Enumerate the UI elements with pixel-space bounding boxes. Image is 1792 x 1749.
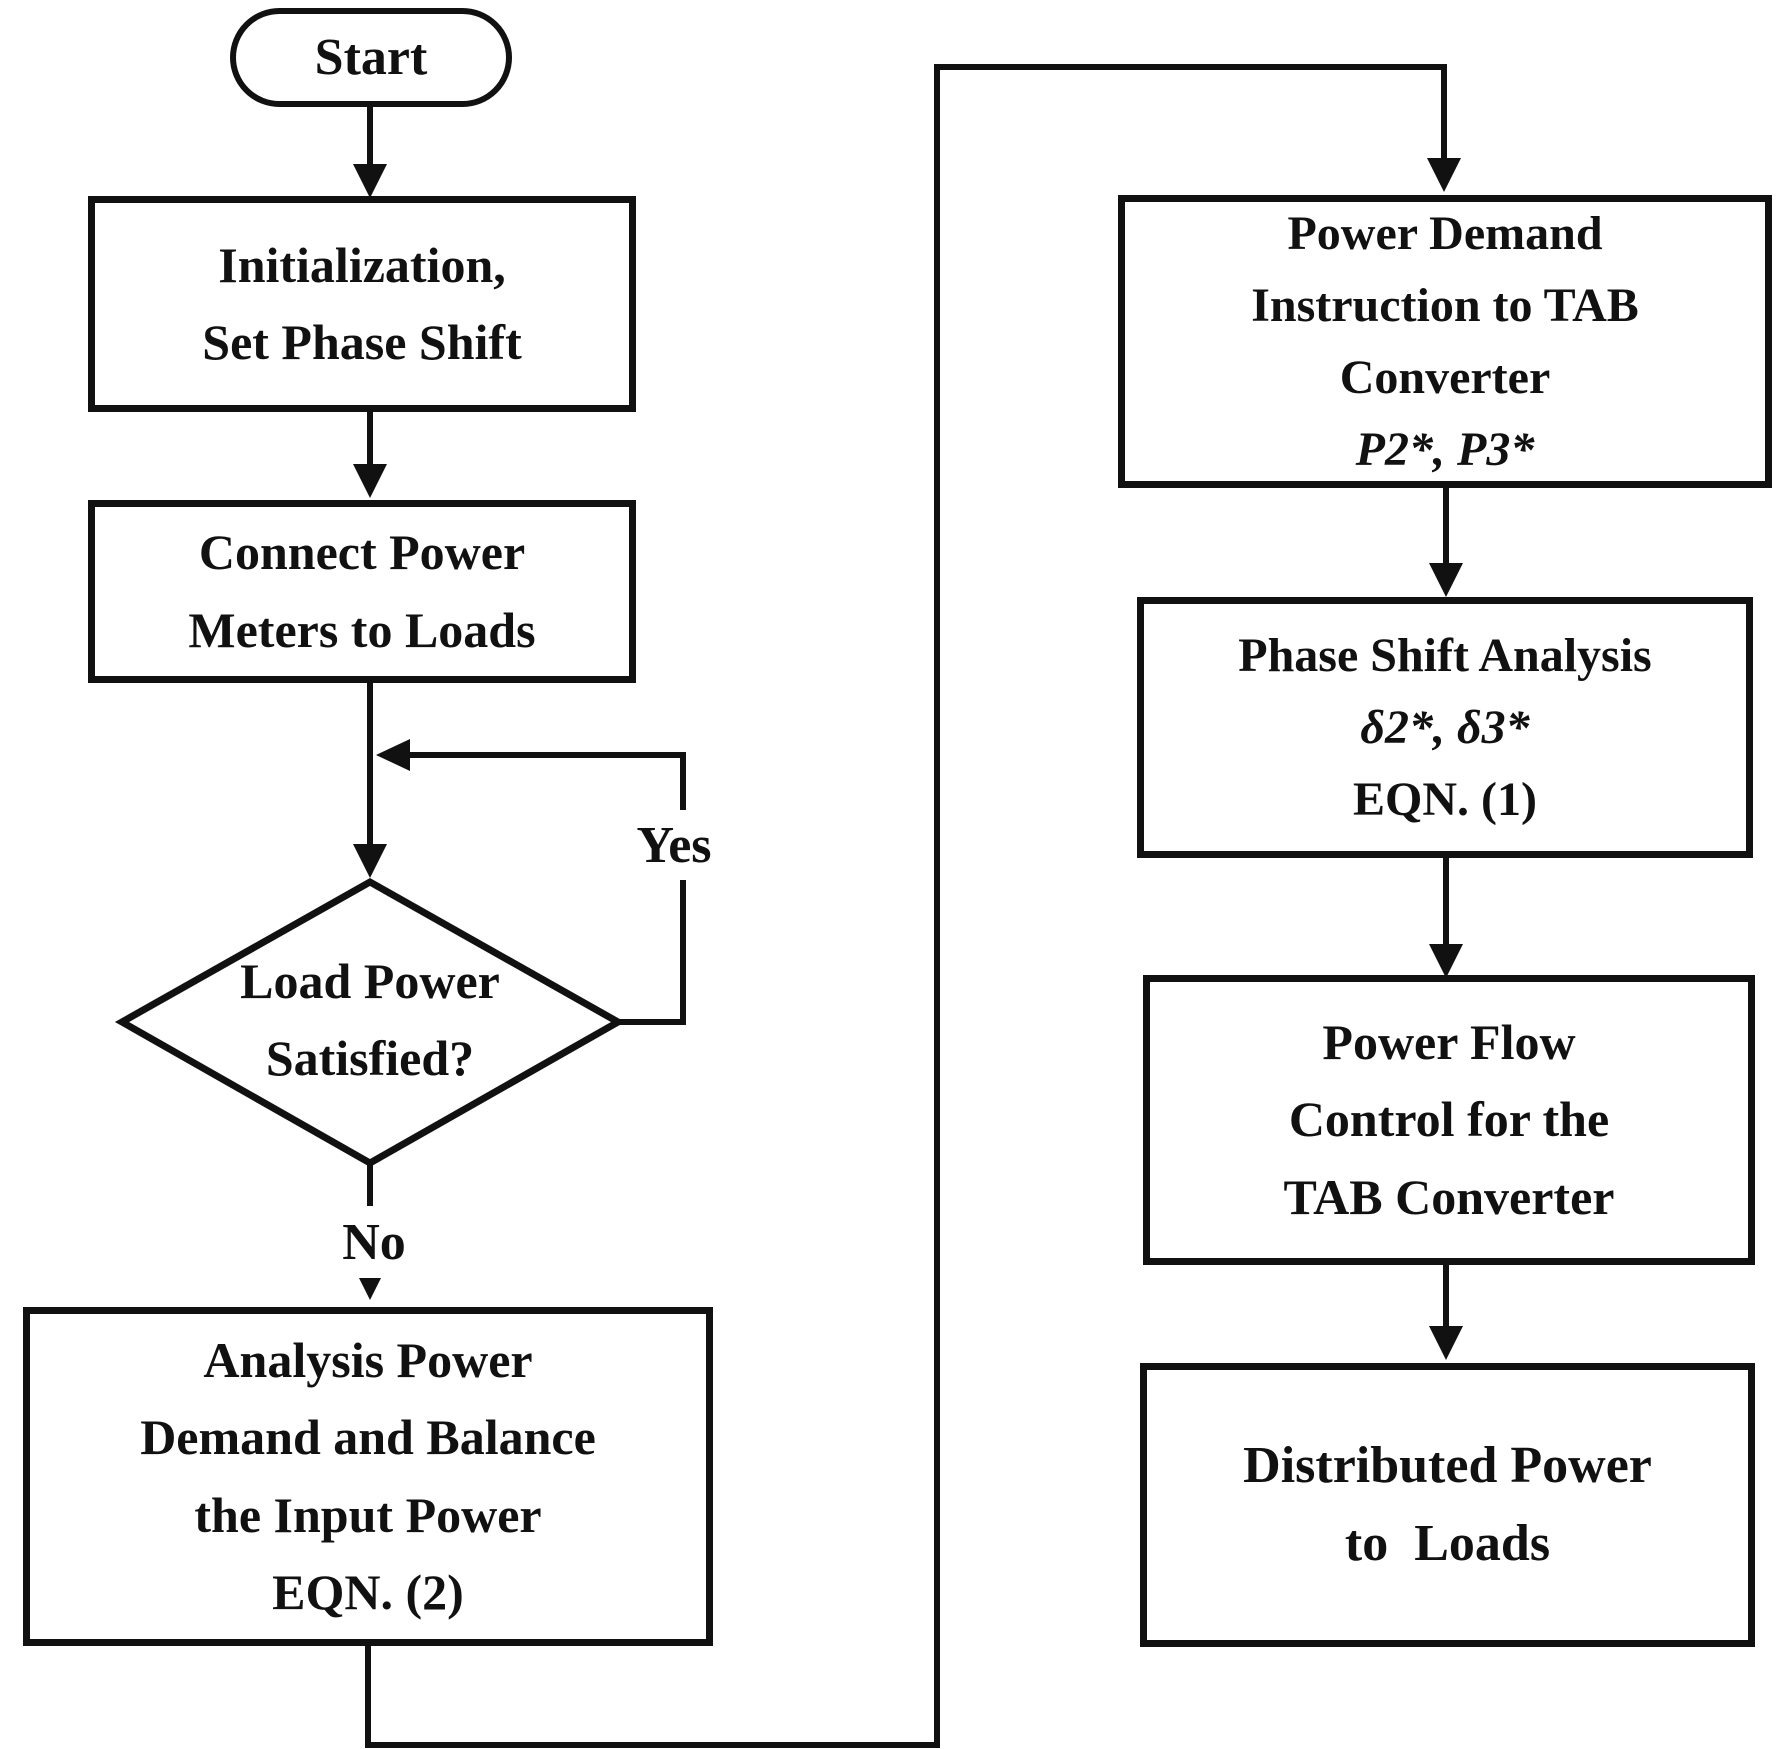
phase-shift-label: Phase Shift Analysis [1238,628,1652,682]
node-power-demand: Power Demand Instruction to TAB Converte… [1118,195,1772,488]
initialization-label: Initialization, Set Phase Shift [202,236,522,371]
arrowhead-connect-decision [353,844,387,878]
node-load-power-decision: Load Power Satisfied? [150,935,590,1105]
node-phase-shift: Phase Shift Analysis δ2*, δ3* EQN. (1) [1137,597,1753,858]
start-label: Start [314,28,428,86]
node-start: Start [230,8,512,107]
phase-shift-equation: EQN. (1) [1353,772,1537,826]
connector-yes-loop [404,752,686,1025]
edge-label-yes: Yes [612,810,736,880]
node-analysis-power: Analysis Power Demand and Balance the In… [23,1307,713,1646]
node-initialization: Initialization, Set Phase Shift [88,196,636,412]
connect-meters-label: Connect Power Meters to Loads [188,524,536,658]
arrowhead-yes-loop [376,739,410,771]
connector-analysis-powerdemand [365,64,1447,1748]
power-demand-label: Power Demand Instruction to TAB Converte… [1251,206,1639,404]
node-connect-meters: Connect Power Meters to Loads [88,500,636,683]
edge-label-no: No [312,1206,436,1278]
phase-shift-formula: δ2*, δ3* [1360,700,1530,754]
arrowhead-analysis-powerdemand [1427,158,1461,192]
arrowhead-phase-flow [1429,944,1463,978]
load-power-decision-label: Load Power Satisfied? [240,952,500,1087]
node-power-flow: Power Flow Control for the TAB Converter [1143,975,1755,1265]
arrowhead-init-connect [353,464,387,498]
arrowhead-demand-phase [1429,563,1463,597]
power-demand-formula: P2*, P3* [1355,422,1535,476]
phase-shift-content: Phase Shift Analysis δ2*, δ3* EQN. (1) [1238,620,1651,836]
analysis-power-label: Analysis Power Demand and Balance the In… [140,1331,596,1621]
power-demand-content: Power Demand Instruction to TAB Converte… [1251,198,1639,486]
node-distributed: Distributed Power to Loads [1140,1363,1755,1647]
arrowhead-start-init [353,164,387,198]
power-flow-label: Power Flow Control for the TAB Converter [1283,1013,1615,1225]
arrowhead-flow-distributed [1429,1326,1463,1360]
distributed-label: Distributed Power to Loads [1243,1437,1652,1572]
